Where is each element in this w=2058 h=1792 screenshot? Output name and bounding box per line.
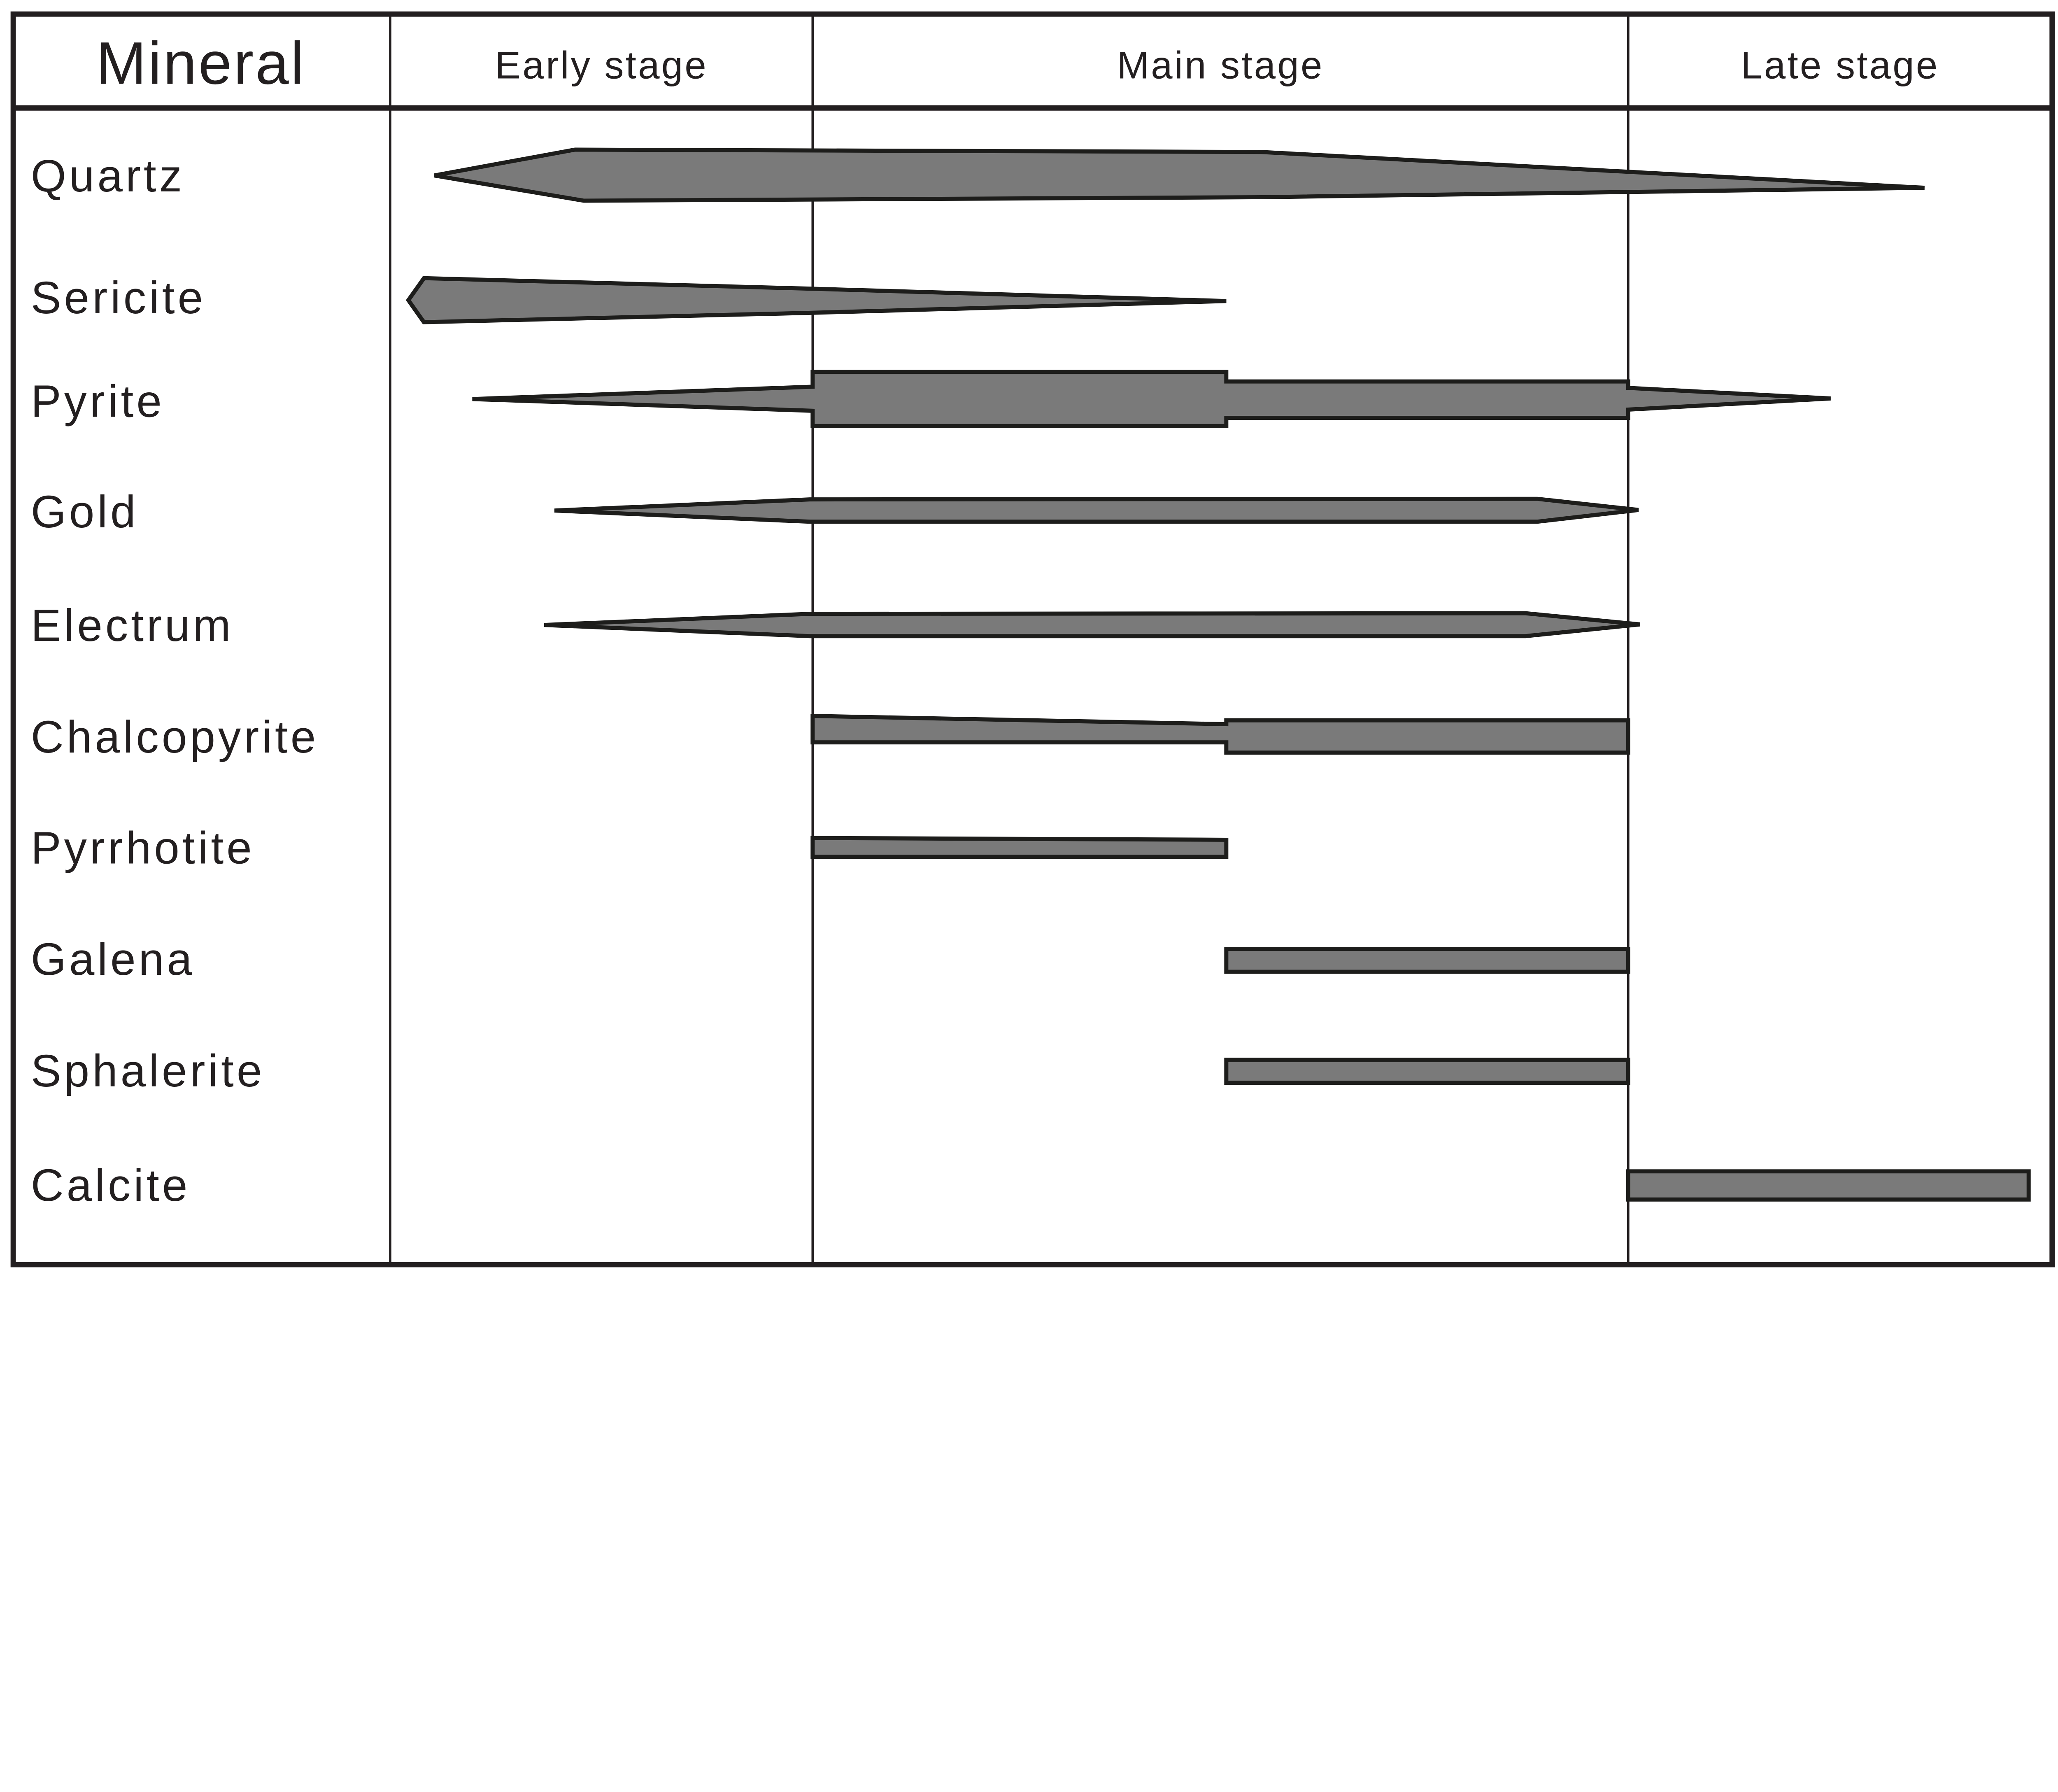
paragenesis-chart: Mineral Early stage Main stage Late stag… [10,11,2055,1268]
mineral-column-header: Mineral [96,30,306,97]
quartz-range-shape [433,147,1925,203]
row-label-gold: Gold [31,487,139,537]
row-label-sphalerite: Sphalerite [31,1046,265,1096]
table-outer-border [10,11,2055,1268]
early-stage-header: Early stage [495,44,708,87]
row-label-pyrite: Pyrite [31,376,165,427]
pyrrhotite-range-shape [810,836,1229,859]
calcite-range-shape [1626,1169,2031,1202]
row-label-sericite: Sericite [31,273,206,323]
row-label-chalcopyrite: Chalcopyrite [31,712,319,762]
galena-range-shape [1224,947,1630,974]
main-stage-header: Main stage [1117,44,1324,87]
row-label-calcite: Calcite [31,1160,191,1211]
row-label-galena: Galena [31,934,195,985]
row-label-pyrrhotite: Pyrrhotite [31,823,255,873]
row-label-electrum: Electrum [31,600,234,651]
late-stage-header: Late stage [1741,44,1939,87]
chalcopyrite-range-shape [810,714,1630,755]
row-label-quartz: Quartz [31,151,185,201]
sphalerite-range-shape [1224,1058,1630,1085]
sericite-range-shape [406,276,1227,324]
gold-range-shape [554,496,1639,524]
pyrite-range-shape [472,370,1831,428]
electrum-range-shape [544,611,1640,639]
paragenesis-figure: Mineral Early stage Main stage Late stag… [10,11,2055,1268]
